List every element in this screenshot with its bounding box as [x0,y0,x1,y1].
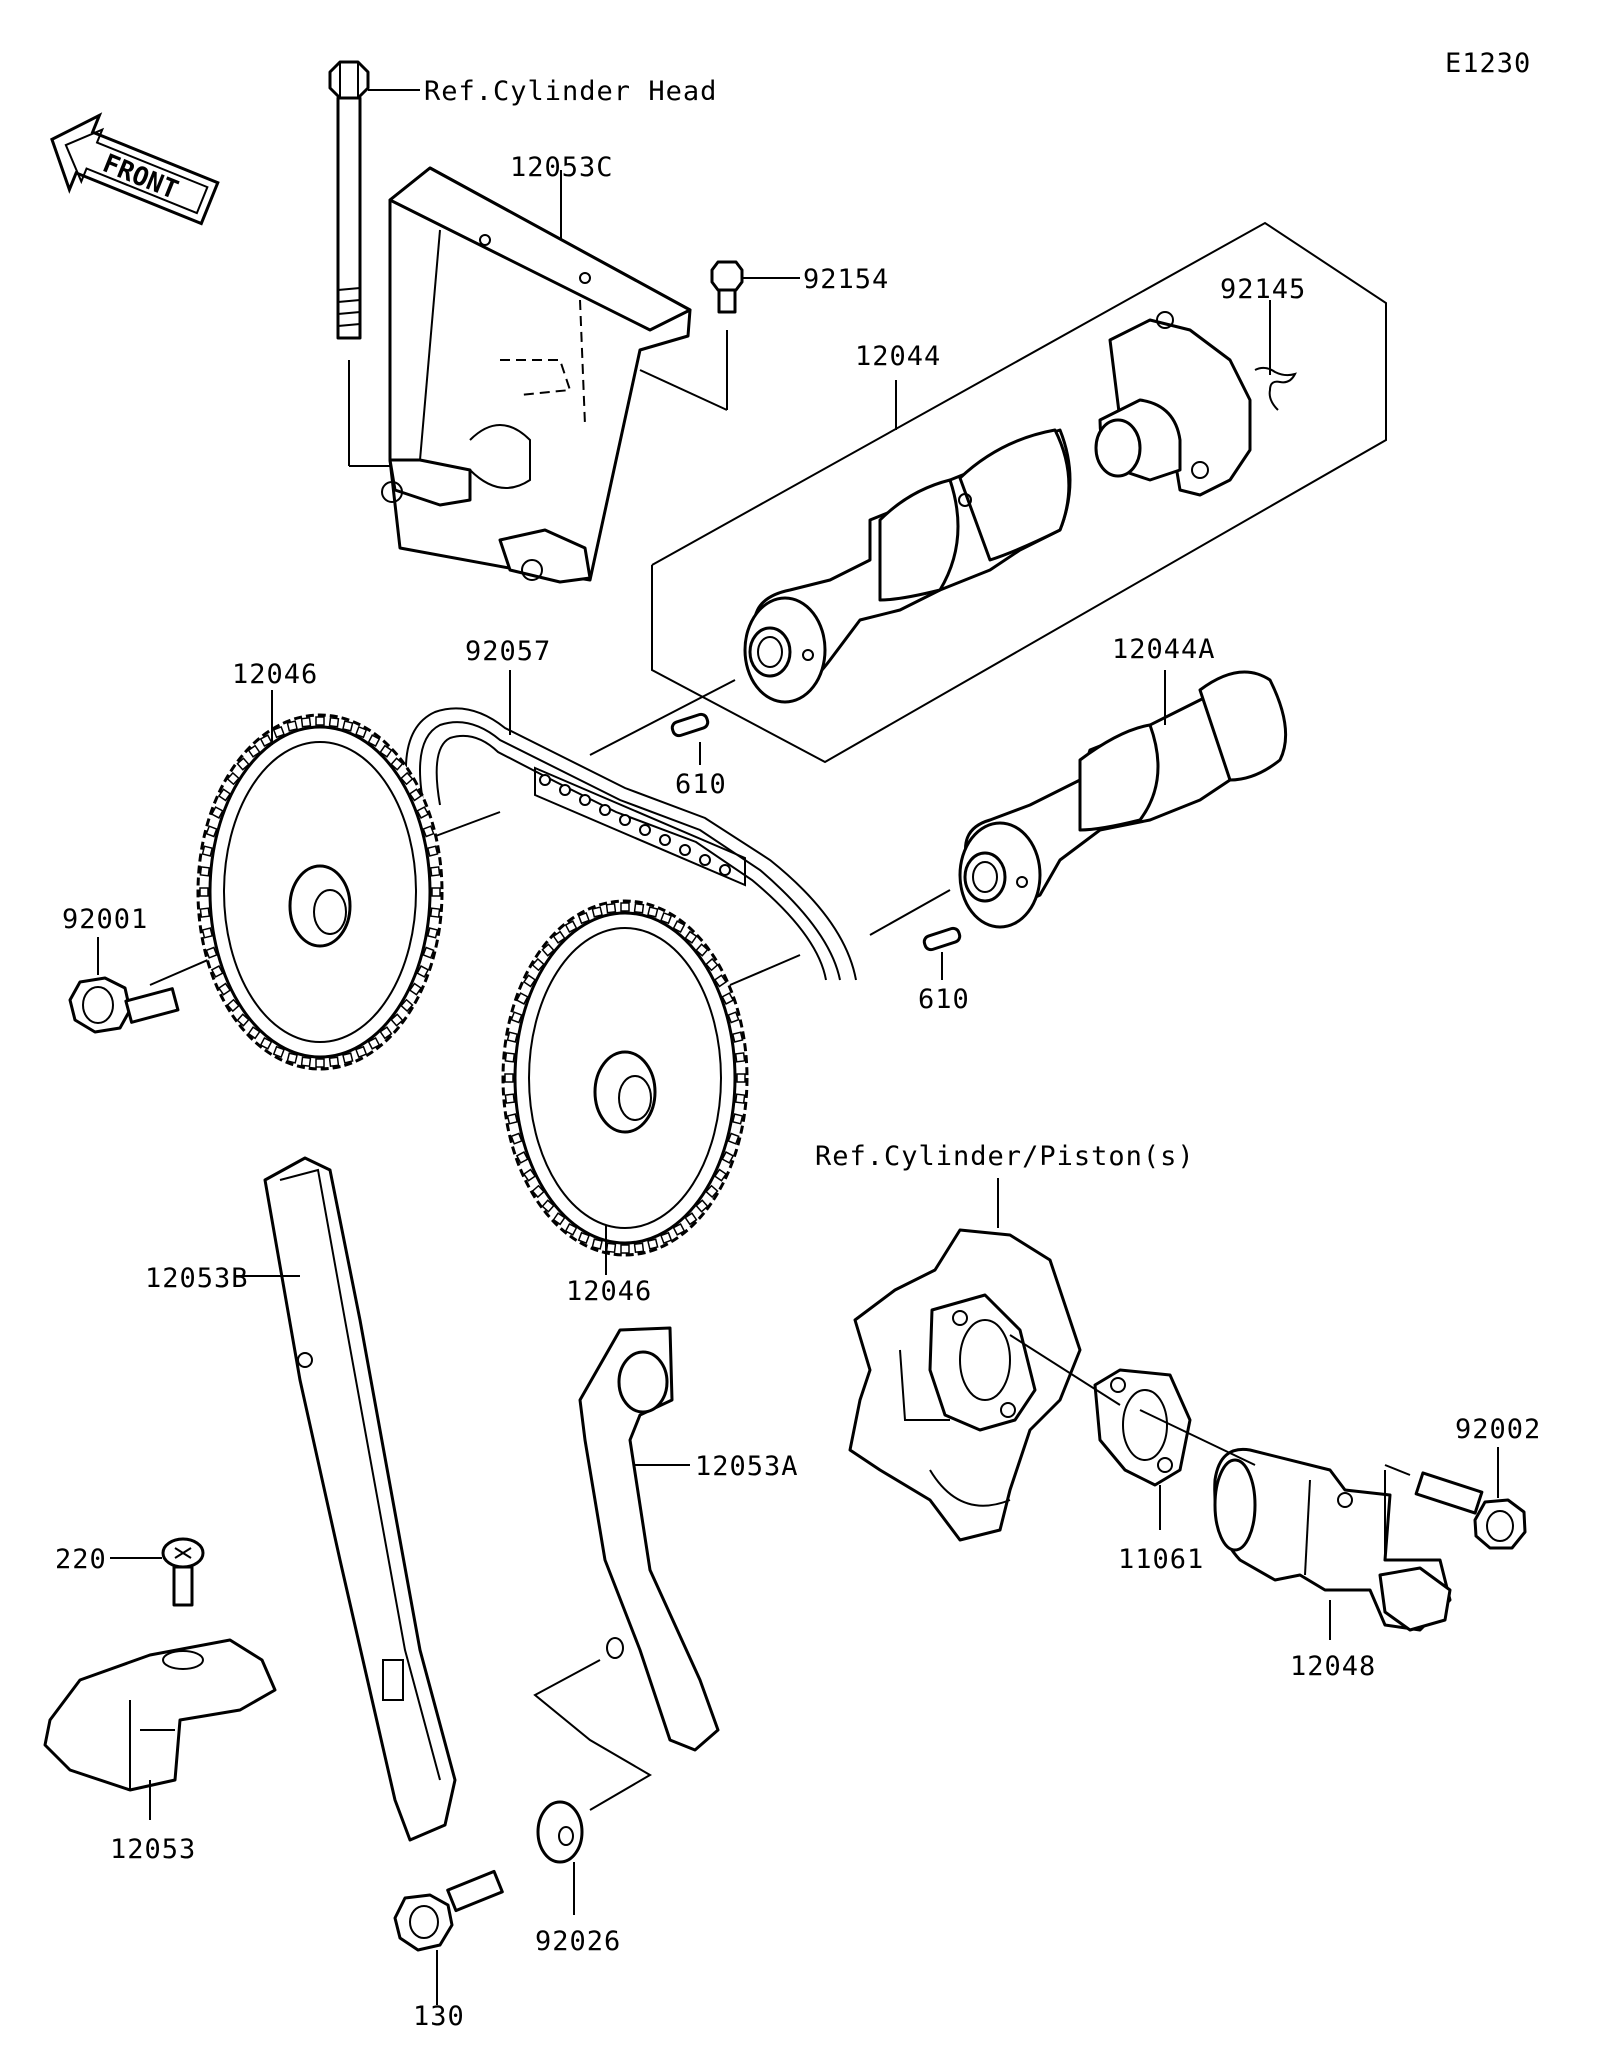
part-130-label: 130 [413,2001,465,2032]
bolt-130 [393,1869,504,1952]
part-12053A-label: 12053A [695,1451,799,1482]
camshaft-12044A [958,670,1288,929]
front-arrow-icon: FRONT [50,112,220,226]
part-12046-upper-label: 12046 [232,659,318,690]
ref-cylinder-pistons-label: Ref.Cylinder/Piston(s) [815,1141,1195,1172]
chain-guide-12053A [578,1326,720,1752]
bolt-92002 [1414,1471,1527,1550]
part-12053B-label: 12053B [145,1263,249,1294]
decompressor-assembly [1094,311,1297,497]
chain-guide-12053B [263,1156,457,1842]
cylinder-head-bolt [328,60,395,467]
part-12048-label: 12048 [1290,1651,1376,1682]
part-92002-label: 92002 [1455,1414,1541,1445]
part-12053C-label: 12053C [510,152,614,183]
part-220-label: 220 [55,1544,107,1575]
cylinder-section [848,1228,1082,1542]
dowel-pin-610-lower [922,926,962,952]
part-92057-label: 92057 [465,636,551,667]
ref-cylinder-head-label: Ref.Cylinder Head [424,76,717,107]
sprocket-12046-upper [196,713,444,1071]
part-12053-label: 12053 [110,1834,196,1865]
part-11061-label: 11061 [1118,1544,1204,1575]
cam-chain-92057 [404,707,857,981]
part-610-upper-label: 610 [675,769,727,800]
gasket-11061 [1093,1368,1192,1487]
chain-guide-12053C [381,166,692,584]
camshaft-group-outline [651,221,1387,764]
part-12046-lower-label: 12046 [566,1276,652,1307]
part-92026-label: 92026 [535,1926,621,1957]
tensioner-12048 [1213,1447,1452,1632]
screw-220 [161,1537,205,1607]
camshaft-12044 [743,428,1072,704]
part-92001-label: 92001 [62,904,148,935]
part-610-lower-label: 610 [918,984,970,1015]
part-12044A-label: 12044A [1112,634,1216,665]
bolt-92001 [68,976,180,1034]
sprocket-teeth [504,902,746,1254]
dowel-pin-610-upper [670,712,710,738]
washer-92026 [536,1800,584,1864]
bolt-92154 [639,260,744,411]
diagram-code: E1230 [1445,48,1531,79]
guide-12053 [43,1638,277,1792]
part-12044-label: 12044 [855,341,941,372]
sprocket-teeth [199,716,441,1068]
part-92145-label: 92145 [1220,274,1306,305]
sprocket-12046-lower [501,899,749,1257]
part-92154-label: 92154 [803,264,889,295]
